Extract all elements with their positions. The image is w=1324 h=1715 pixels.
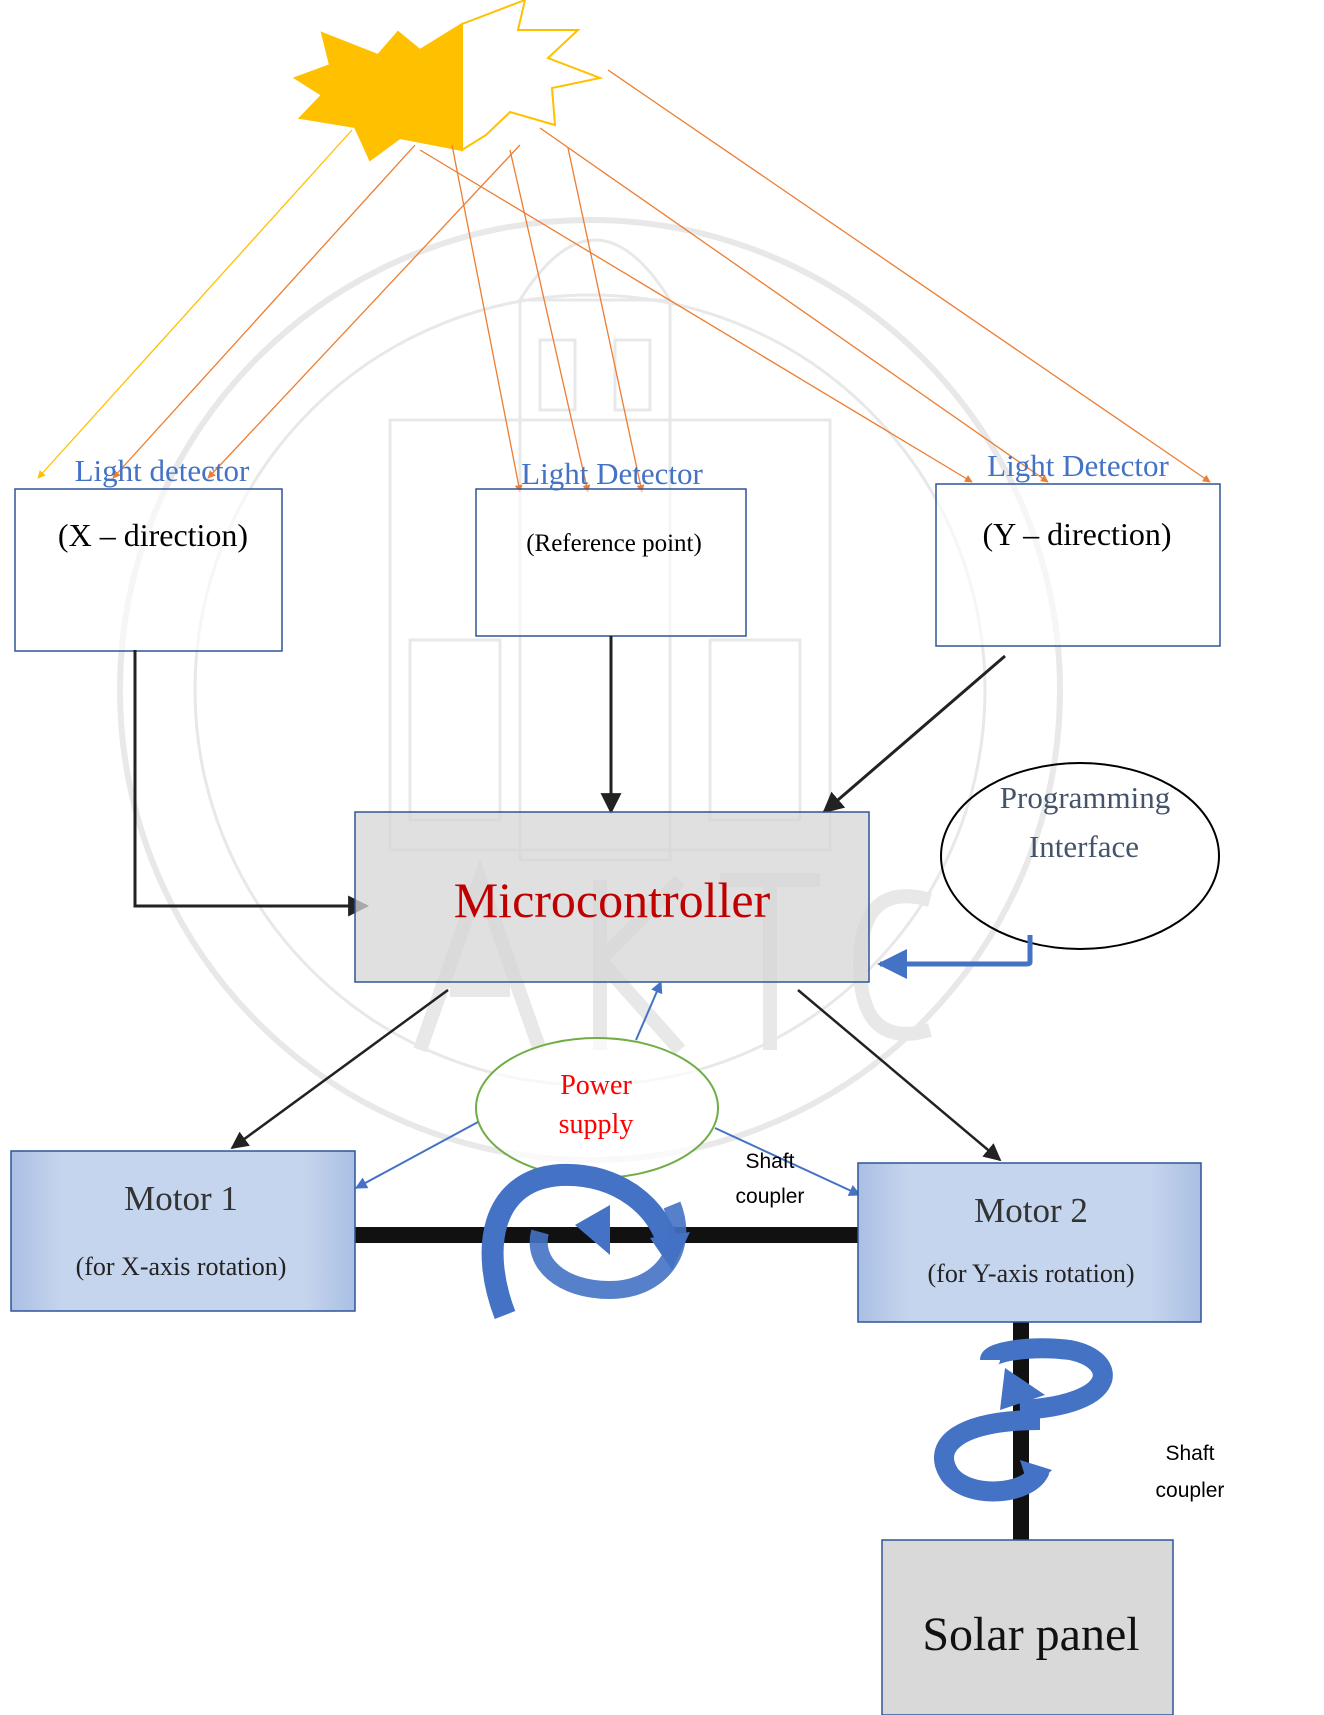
detector-ref-subtitle: (Reference point) (526, 530, 702, 557)
watermark (117, 217, 1063, 1163)
power-line2: supply (559, 1109, 634, 1140)
programming-line2: Interface (1029, 829, 1139, 864)
detector-x-title: Light detector (75, 453, 250, 488)
micro-to-motor-connectors (230, 988, 1002, 1162)
connector-micro-motor1 (230, 988, 449, 1150)
connector-detector-y (822, 654, 1006, 814)
detector-y-title: Light Detector (987, 448, 1169, 483)
motor2-subtitle: (for Y-axis rotation) (928, 1259, 1135, 1288)
sun-ray (567, 147, 645, 493)
detector-y-subtitle: (Y – direction) (983, 516, 1172, 552)
detector-x-subtitle: (X – direction) (58, 517, 248, 553)
solar-panel: Solar panel (881, 1539, 1174, 1715)
sun-ray (112, 144, 416, 479)
power-line1: Power (560, 1070, 632, 1101)
power-supply: Power supply (475, 1037, 719, 1179)
motor2-title: Motor 2 (974, 1191, 1088, 1230)
connector-detector-x (133, 650, 370, 917)
sun-rays (37, 69, 1211, 493)
light-detector-x: Light detector (X – direction) (14, 453, 283, 652)
microcontroller-label: Microcontroller (454, 872, 771, 928)
power-to-motor1 (354, 1121, 479, 1189)
coupler-bottom-line2: coupler (1156, 1479, 1225, 1502)
coupler-bottom-line1: Shaft (1165, 1442, 1214, 1465)
power-to-motor2 (714, 1127, 862, 1196)
motor-1: Motor 1 (for X-axis rotation) (10, 1150, 356, 1312)
programming-interface: Programming Interface (940, 762, 1220, 950)
sun-ray (451, 144, 523, 493)
coupler-top-line2: coupler (736, 1185, 805, 1208)
light-detector-reference: Light Detector (Reference point) (475, 456, 747, 637)
shaft-coupler-top-label: Shaft coupler (736, 1150, 805, 1208)
detector-ref-title: Light Detector (521, 456, 703, 491)
power-to-micro (635, 980, 663, 1041)
detector-connectors (133, 636, 1006, 917)
sun-ray (509, 149, 591, 493)
coupler-top-line1: Shaft (745, 1150, 794, 1173)
sun-ray (607, 69, 1211, 483)
connector-micro-motor2 (797, 989, 1002, 1162)
power-connectors (354, 980, 862, 1196)
motor1-subtitle: (for X-axis rotation) (76, 1252, 287, 1281)
solar-panel-label: Solar panel (922, 1608, 1139, 1661)
microcontroller-box: Microcontroller (354, 811, 870, 983)
programming-line1: Programming (1000, 780, 1171, 815)
motor1-title: Motor 1 (124, 1179, 238, 1218)
programming-to-micro-arrow (877, 935, 1033, 979)
motor-2: Motor 2 (for Y-axis rotation) (857, 1162, 1202, 1323)
sun-ray (419, 149, 973, 483)
sun-ray (539, 127, 1049, 483)
light-detector-y: Light Detector (Y – direction) (935, 448, 1221, 647)
shaft-coupler-bottom-label: Shaft coupler (1156, 1442, 1225, 1502)
sun-icon (292, 0, 604, 162)
sun-ray (37, 129, 353, 479)
rotation-arrow-horizontal-icon (481, 1163, 690, 1319)
sun-ray (207, 144, 521, 479)
rotation-arrow-vertical-icon (934, 1338, 1113, 1502)
